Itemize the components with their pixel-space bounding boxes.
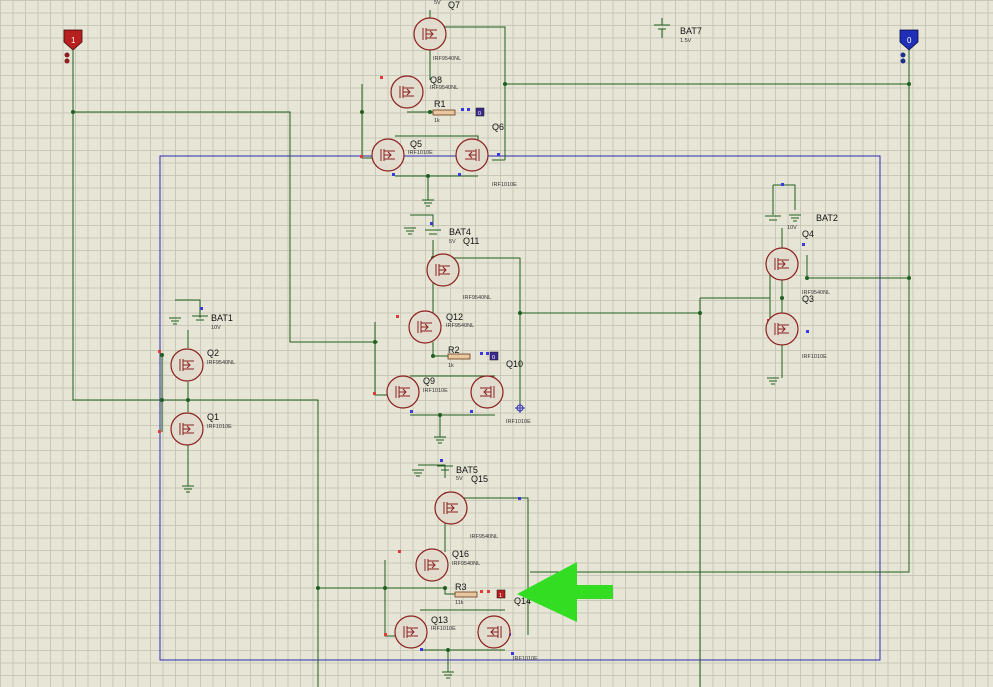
- model-q2: IRF9540NL: [207, 360, 235, 366]
- transistor-q2: [170, 348, 204, 382]
- label-q10: Q10: [506, 359, 523, 369]
- probe-r3-output: [496, 589, 506, 599]
- transistor-q16: [415, 548, 449, 582]
- crosshair-marker: [515, 403, 525, 413]
- logic-probes[interactable]: 0 0 1: [475, 107, 506, 599]
- transistor-q10: [470, 375, 504, 409]
- model-q16: IRF9540NL: [452, 561, 480, 567]
- blue-bus-frame: [159, 155, 881, 661]
- battery-bat1: [192, 315, 208, 321]
- model-q10: IRF1010E: [506, 419, 531, 425]
- transistor-q5: [371, 138, 405, 172]
- model-q12: IRF9540NL: [446, 323, 474, 329]
- resistor-r3: [454, 591, 478, 598]
- label-bat1: BAT1: [211, 313, 233, 323]
- transistor-q15: [434, 491, 468, 525]
- transistor-q13: [394, 615, 428, 649]
- transistor-q9: [386, 375, 420, 409]
- transistor-q4: [765, 247, 799, 281]
- label-bat4: BAT4: [449, 227, 471, 237]
- label-q13: Q13: [431, 615, 448, 625]
- model-q7: IRF9540NL: [433, 56, 461, 62]
- model-q5: IRF1010E: [408, 150, 433, 156]
- label-r3: R3: [455, 582, 467, 592]
- transistors[interactable]: [170, 17, 799, 649]
- probe-r2-value: 0: [492, 355, 495, 361]
- label-r2: R2: [448, 345, 460, 355]
- battery-bat7: [654, 18, 670, 38]
- label-q7: Q7: [448, 0, 460, 10]
- label-r1: R1: [434, 99, 446, 109]
- ground-symbols: [169, 199, 801, 679]
- terminal-input-1[interactable]: 1: [63, 29, 83, 64]
- value-bat1: 10V: [211, 325, 221, 331]
- model-q13: IRF1010E: [431, 626, 456, 632]
- resistors[interactable]: R1 1k R2 1k R3 11k: [432, 99, 478, 606]
- label-q6: Q6: [492, 122, 504, 132]
- battery-bat2: [765, 215, 781, 221]
- model-q3: IRF1010E: [802, 354, 827, 360]
- battery-bat4: [425, 229, 441, 235]
- label-q16: Q16: [452, 549, 469, 559]
- value-bat3: 5V: [434, 0, 441, 6]
- value-bat2: 10V: [787, 225, 797, 231]
- model-q9: IRF1010E: [423, 388, 448, 394]
- model-q15: IRF9540NL: [470, 534, 498, 540]
- value-r1: 1k: [434, 118, 440, 124]
- transistor-q8: [390, 75, 424, 109]
- value-r2: 1k: [448, 363, 454, 369]
- label-q14: Q14: [514, 596, 531, 606]
- label-q9: Q9: [423, 376, 435, 386]
- label-bat2: BAT2: [816, 213, 838, 223]
- transistor-q6: [455, 138, 489, 172]
- wires: [72, 10, 910, 687]
- probe-r1-output: [475, 107, 485, 117]
- label-q2: Q2: [207, 348, 219, 358]
- transistor-q1: [170, 412, 204, 446]
- pin-markers: [158, 76, 809, 655]
- model-q11: IRF9540NL: [463, 295, 491, 301]
- transistor-q14: [477, 615, 511, 649]
- terminal-input-0[interactable]: 0: [899, 29, 919, 64]
- transistor-q3: [765, 312, 799, 346]
- label-bat7: BAT7: [680, 26, 702, 36]
- model-q14: IRF1010E: [513, 656, 538, 662]
- label-q3: Q3: [802, 294, 814, 304]
- probe-r3-value: 1: [499, 593, 502, 599]
- transistor-q11: [426, 253, 460, 287]
- value-bat5: 5V: [456, 476, 463, 482]
- label-bat5: BAT5: [456, 465, 478, 475]
- label-q5: Q5: [410, 139, 422, 149]
- resistor-r2: [447, 353, 471, 360]
- label-q11: Q11: [463, 236, 479, 246]
- resistor-r1: [432, 109, 456, 116]
- label-q1: Q1: [207, 412, 219, 422]
- value-bat7: 1.5V: [680, 38, 692, 44]
- terminal-1-label: 1: [71, 36, 76, 45]
- label-q4: Q4: [802, 229, 814, 239]
- battery-bat5: [437, 465, 453, 471]
- transistor-labels: Q7 IRF9540NL Q8 IRF9540NL Q5 IRF1010E Q6…: [207, 0, 830, 662]
- model-q1: IRF1010E: [207, 424, 232, 430]
- batteries[interactable]: BAT7 1.5V BAT4 5V BAT5 5V BAT1 10V BAT2 …: [192, 0, 838, 482]
- value-r3: 11k: [455, 600, 464, 606]
- label-q8: Q8: [430, 75, 442, 85]
- transistor-q7: [413, 17, 447, 51]
- label-q12: Q12: [446, 312, 463, 322]
- transistor-q12: [408, 310, 442, 344]
- probe-r2-output: [489, 351, 499, 361]
- model-q4: IRF9540NL: [802, 290, 830, 296]
- model-q8: IRF9540NL: [430, 85, 458, 91]
- annotation-arrow: [517, 562, 613, 622]
- terminal-0-label: 0: [907, 36, 912, 45]
- probe-r1-value: 0: [478, 111, 481, 117]
- model-q6: IRF1010E: [492, 182, 517, 188]
- value-bat4: 5V: [449, 239, 456, 245]
- label-q15: Q15: [471, 474, 488, 484]
